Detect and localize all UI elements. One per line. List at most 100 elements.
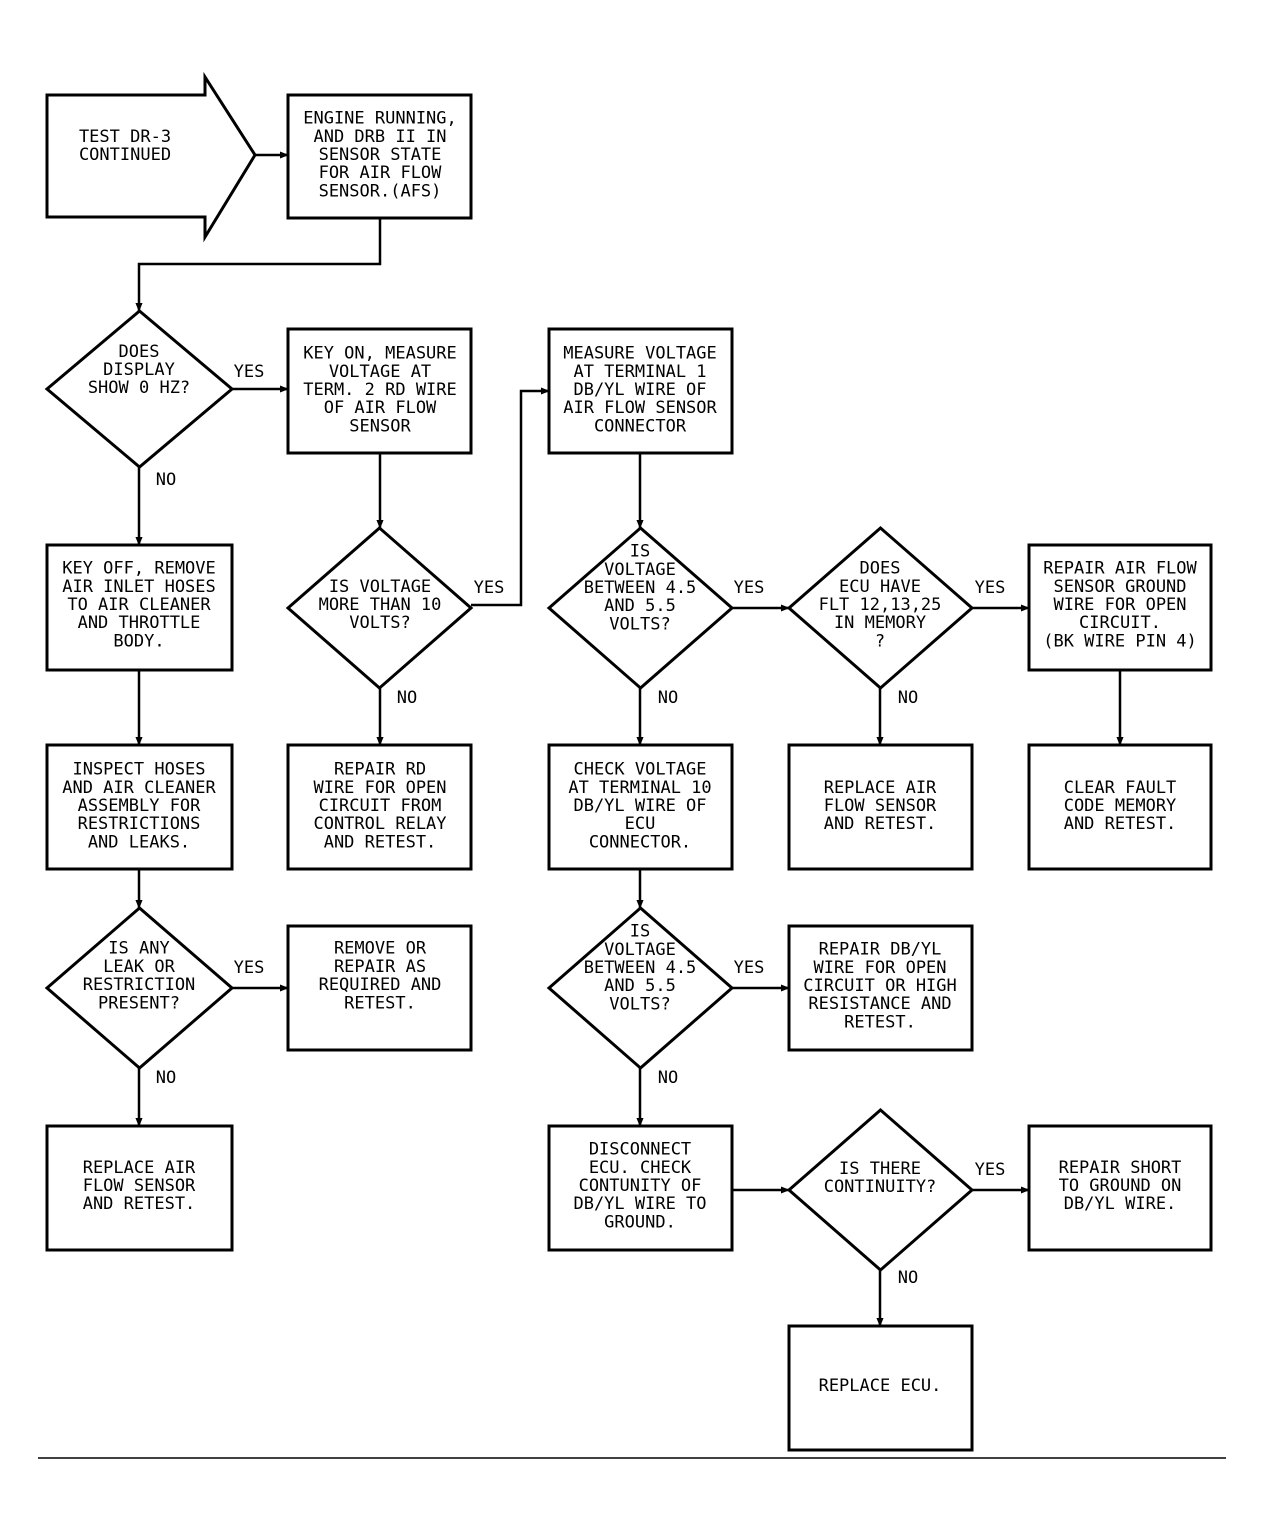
node-text-line: GROUND. — [604, 1212, 676, 1232]
node-text-line: CONNECTOR. — [589, 832, 691, 852]
process-box — [787, 743, 974, 871]
node-text-line: OF AIR FLOW — [324, 398, 437, 418]
node-text-line: REPAIR DB/YL — [819, 940, 942, 960]
edge-label-yes: YES — [474, 578, 505, 598]
node-text-line: CLEAR FAULT — [1064, 778, 1177, 798]
node-text-line: DISCONNECT — [589, 1140, 691, 1160]
edge-label-yes: YES — [734, 578, 765, 598]
process-box — [547, 327, 734, 455]
node-text-line: VOLTS? — [349, 613, 410, 633]
process-box — [45, 1124, 234, 1252]
process-box — [286, 743, 473, 871]
node-replace-ecu: REPLACE ECU. — [787, 1324, 974, 1452]
node-text-line: REPAIR RD — [334, 760, 426, 780]
node-text-line: CHECK VOLTAGE — [573, 760, 706, 780]
edge-label-yes: YES — [234, 362, 265, 382]
process-box — [45, 743, 234, 871]
node-text-line: FLOW SENSOR — [824, 796, 937, 816]
edge-label-yes: YES — [975, 578, 1006, 598]
edge-label-no: NO — [156, 470, 176, 490]
node-text-line: VOLTS? — [609, 994, 670, 1014]
node-text-line: WIRE FOR OPEN — [813, 958, 946, 978]
connector-arrow — [135, 218, 382, 312]
node-text-line: CODE MEMORY — [1064, 796, 1177, 816]
node-text-line: CONNECTOR — [594, 416, 687, 436]
node-text-line: ? — [875, 631, 885, 651]
node-text-line: AND LEAKS. — [88, 832, 190, 852]
node-text-line: TEST DR-3 — [79, 127, 171, 147]
node-text-line: VOLTAGE — [604, 560, 676, 580]
process-box — [547, 743, 734, 871]
node-text-line: CONTINUITY? — [824, 1177, 937, 1197]
node-text-line: RETEST. — [344, 993, 416, 1013]
node-text-line: DISPLAY — [103, 360, 175, 380]
node-text-line: TO AIR CLEANER — [67, 595, 211, 615]
node-text-line: RESISTANCE AND — [808, 994, 951, 1014]
node-text-line: WIRE FOR OPEN — [1053, 595, 1186, 615]
node-text-line: REPLACE AIR — [83, 1158, 196, 1178]
node-text-line: AIR INLET HOSES — [62, 577, 216, 597]
node-text-line: KEY ON, MEASURE — [303, 344, 457, 364]
connector-arrow — [471, 387, 550, 607]
node-text-line: FLT 12,13,25 — [819, 595, 942, 615]
node-text-line: PRESENT? — [98, 993, 180, 1013]
node-text-line: AT TERMINAL 10 — [568, 778, 711, 798]
process-box — [286, 924, 473, 1052]
node-text-line: AND DRB II IN — [313, 127, 446, 147]
node-text-line: AND 5.5 — [604, 596, 676, 616]
process-box — [787, 924, 974, 1052]
decision-diamond — [546, 526, 735, 690]
node-text-line: RETEST. — [844, 1012, 916, 1032]
node-text-line: AND 5.5 — [604, 976, 676, 996]
edge-label-no: NO — [156, 1068, 176, 1088]
node-text-line: IS — [630, 542, 650, 562]
node-text-line: DB/YL WIRE TO — [573, 1194, 706, 1214]
node-text-line: WIRE FOR OPEN — [313, 778, 446, 798]
edge-label-no: NO — [658, 1068, 678, 1088]
node-text-line: BETWEEN 4.5 — [584, 958, 697, 978]
node-text-line: INSPECT HOSES — [72, 760, 205, 780]
process-box — [1027, 1124, 1213, 1252]
process-box — [286, 93, 473, 220]
node-text-line: DOES — [860, 559, 901, 579]
node-text-line: (BK WIRE PIN 4) — [1043, 631, 1197, 651]
edge-label-no: NO — [397, 688, 417, 708]
node-text-line: ASSEMBLY FOR — [78, 796, 202, 816]
node-text-line: AND RETEST. — [824, 814, 937, 834]
node-text-line: DB/YL WIRE OF — [573, 796, 706, 816]
node-text-line: IS ANY — [108, 939, 169, 959]
node-text-line: IS — [630, 922, 650, 942]
node-text-line: MEASURE VOLTAGE — [563, 344, 717, 364]
node-text-line: FLOW SENSOR — [83, 1176, 196, 1196]
process-box — [1027, 543, 1213, 672]
node-text-line: ECU — [625, 814, 656, 834]
node-text-line: AND AIR CLEANER — [62, 778, 216, 798]
connectors — [38, 151, 1226, 1459]
node-text-line: AND RETEST. — [1064, 814, 1177, 834]
node-text-line: CONTUNITY OF — [579, 1176, 702, 1196]
edge-label-no: NO — [658, 688, 678, 708]
process-box — [286, 327, 473, 455]
node-text-line: KEY OFF, REMOVE — [62, 559, 216, 579]
node-text-line: IS VOLTAGE — [329, 577, 431, 597]
node-text-line: SENSOR — [349, 416, 411, 436]
node-text-line: RESTRICTION — [83, 975, 196, 995]
node-text-line: REMOVE OR — [334, 939, 427, 959]
